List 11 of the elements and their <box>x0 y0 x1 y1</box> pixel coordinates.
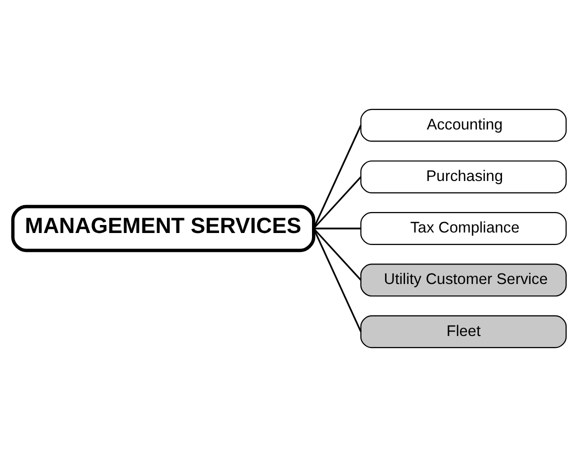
connector <box>312 228 362 332</box>
node-box: Utility Customer Service <box>360 264 567 297</box>
node-box: Fleet <box>360 315 567 348</box>
node-box: Accounting <box>360 108 567 142</box>
node-box: MANAGEMENT SERVICES <box>11 204 316 252</box>
connector <box>313 176 362 230</box>
connector <box>314 228 361 230</box>
connector <box>312 124 362 229</box>
connector <box>313 228 362 281</box>
node-box: Purchasing <box>360 160 567 194</box>
node-box: Tax Compliance <box>360 212 567 245</box>
